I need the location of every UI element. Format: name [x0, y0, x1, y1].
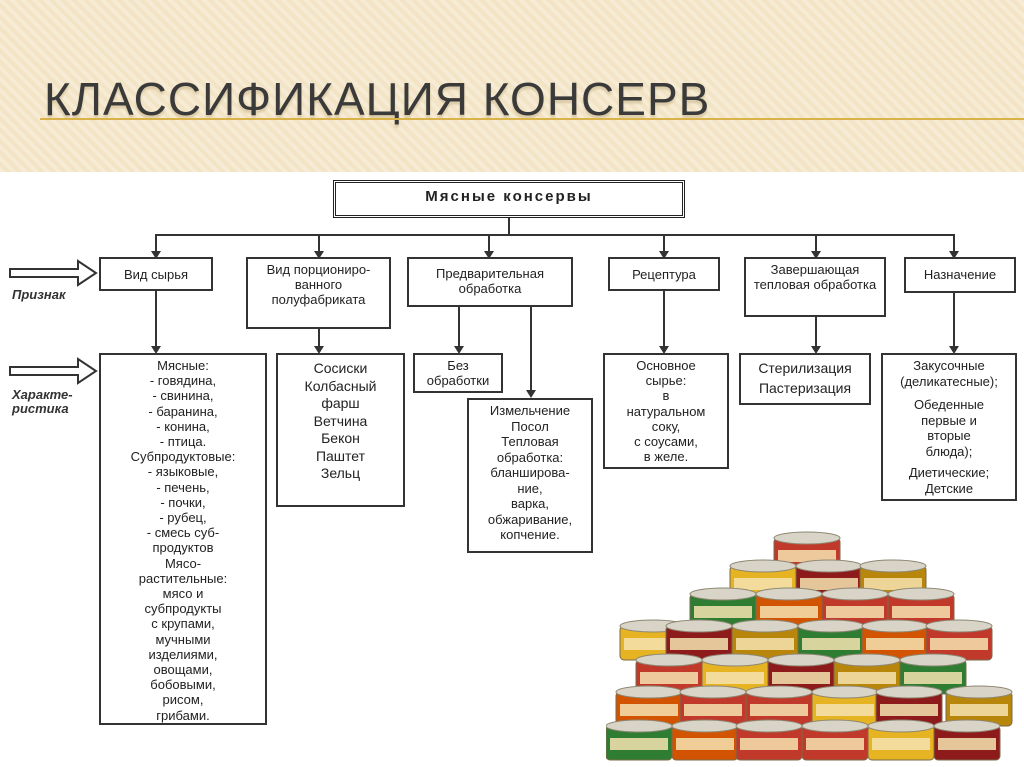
category-raw: Вид сырья: [99, 257, 213, 291]
details-raw: Мясные: - говядина,- свинина,- баранина,…: [99, 353, 267, 725]
title-rule: [40, 118, 1024, 120]
can: [736, 720, 802, 760]
drop-5: [815, 234, 817, 252]
canned-goods-image: [606, 528, 1024, 767]
can: [934, 720, 1000, 760]
category-heat: Завершающая тепловая обработка: [744, 257, 886, 317]
category-semi: Вид порциониро-ванного полуфабриката: [246, 257, 391, 329]
category-bus: [155, 234, 955, 236]
drop-6: [953, 234, 955, 252]
drop-2: [318, 234, 320, 252]
characteristic-arrow-icon: [8, 356, 98, 386]
drop-4: [663, 234, 665, 252]
category-recipe: Рецептура: [608, 257, 720, 291]
characteristic-label: Характе- ристика: [12, 388, 73, 416]
category-purpose: Назначение: [904, 257, 1016, 293]
can: [802, 720, 868, 760]
root-connector: [508, 218, 510, 234]
root-label: Мясные консервы: [425, 188, 592, 205]
drop-1: [155, 234, 157, 252]
cans-pile: [606, 532, 1012, 760]
category-pre: Предварительная обработка: [407, 257, 573, 307]
can: [868, 720, 934, 760]
can: [672, 720, 738, 760]
can: [606, 720, 672, 760]
feature-label: Признак: [12, 288, 66, 302]
drop-3: [488, 234, 490, 252]
root-box: Мясные консервы: [333, 180, 685, 218]
feature-arrow-icon: [8, 258, 98, 288]
